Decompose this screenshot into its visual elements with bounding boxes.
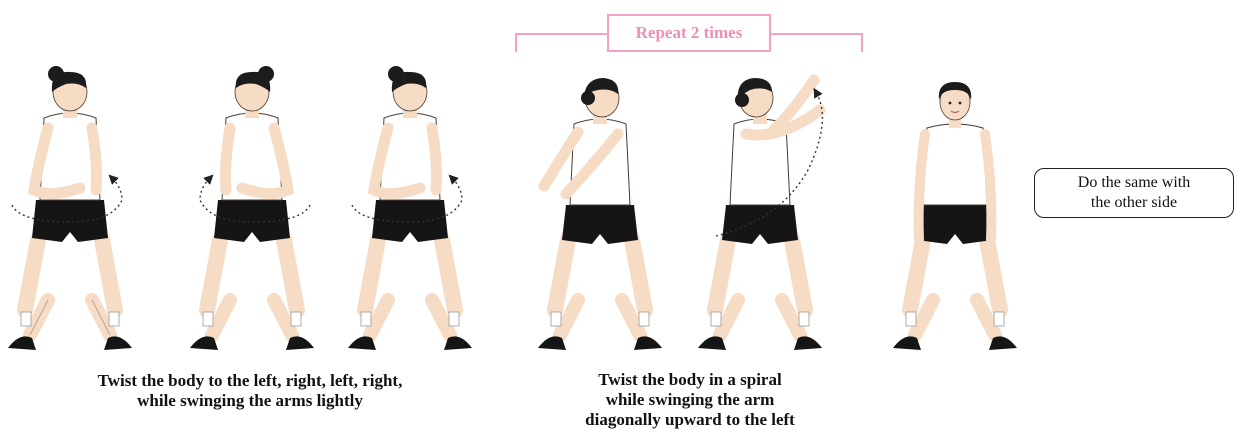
- figure-standing-front: [893, 82, 1017, 350]
- figure-twist-left: [8, 66, 132, 350]
- other-side-note: Do the same with the other side: [1034, 168, 1234, 218]
- caption-spiral-twist: Twist the body in a spiral while swingin…: [520, 370, 860, 430]
- caption-twist-left-right: Twist the body to the left, right, left,…: [40, 371, 460, 411]
- figure-spiral-arms-up: [698, 78, 822, 350]
- figure-twist-right: [190, 66, 314, 350]
- figure-twist-left-again: [348, 66, 472, 350]
- figure-spiral-start: [538, 78, 662, 350]
